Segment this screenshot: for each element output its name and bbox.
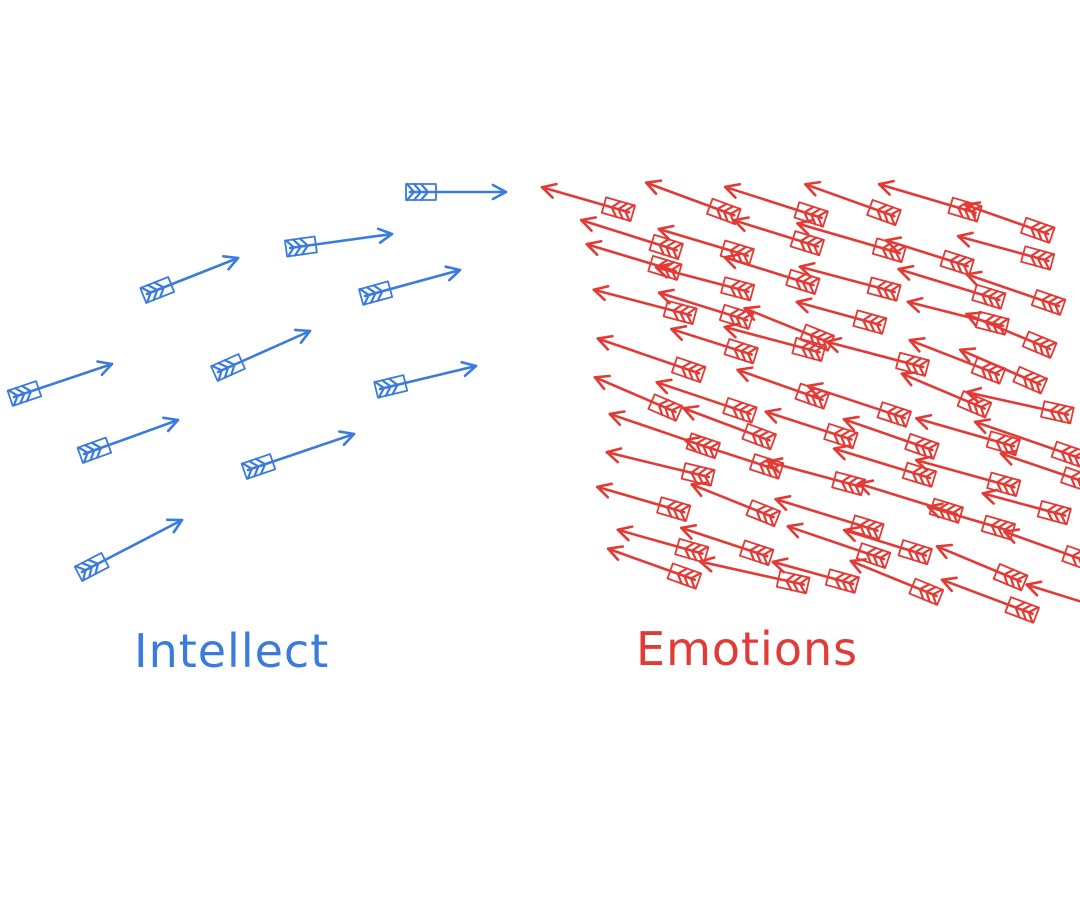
emotion-arrow-pointing-left-icon (657, 288, 755, 330)
emotion-arrow-pointing-left-icon (884, 236, 975, 276)
emotion-arrow-pointing-left-icon (842, 415, 940, 460)
emotion-arrow-pointing-left-icon (956, 231, 1056, 271)
intellect-arrow-pointing-right-icon (139, 254, 240, 304)
emotion-arrow-pointing-left-icon (963, 201, 1056, 244)
emotion-arrow-pointing-left-icon (999, 449, 1080, 490)
intellect-arrow-group (6, 182, 508, 582)
emotions-label: Emotions (636, 622, 859, 676)
emotion-arrow-pointing-left-icon (795, 297, 888, 335)
emotion-arrow-pointing-left-icon (804, 180, 902, 227)
emotion-arrow-pointing-left-icon (616, 525, 710, 564)
emotion-arrow-pointing-left-icon (849, 558, 945, 606)
emotion-arrow-pointing-left-icon (877, 179, 983, 223)
emotion-arrow-pointing-left-icon (743, 305, 835, 352)
emotion-arrow-pointing-left-icon (579, 216, 684, 260)
emotion-arrow-pointing-left-icon (965, 311, 1058, 359)
intellect-arrow-pointing-right-icon (6, 360, 114, 407)
intellect-arrow-pointing-right-icon (284, 227, 394, 258)
emotion-arrow-pointing-left-icon (973, 418, 1080, 468)
emotion-arrow-pointing-left-icon (682, 404, 777, 451)
emotion-arrow-pointing-left-icon (1025, 580, 1080, 603)
emotion-arrow-pointing-left-icon (690, 481, 782, 528)
emotion-arrow-pointing-left-icon (981, 488, 1072, 526)
emotion-arrow-pointing-left-icon (958, 347, 1049, 395)
emotion-arrow-pointing-left-icon (900, 371, 993, 419)
emotion-arrow-pointing-left-icon (935, 543, 1029, 592)
emotion-arrow-pointing-left-icon (723, 253, 821, 295)
emotion-arrow-pointing-left-icon (915, 413, 1021, 456)
emotion-arrow-pointing-left-icon (965, 270, 1067, 316)
intellect-arrow-pointing-right-icon (210, 328, 312, 382)
emotion-arrow-pointing-left-icon (825, 336, 930, 377)
intellect-arrow-pointing-right-icon (358, 265, 462, 306)
emotion-arrow-pointing-left-icon (906, 296, 1010, 336)
emotion-arrow-pointing-left-icon (605, 447, 716, 487)
emotion-arrow-pointing-left-icon (670, 325, 759, 365)
emotion-arrow-pointing-left-icon (857, 479, 964, 524)
emotion-arrow-pointing-left-icon (771, 557, 860, 594)
emotion-arrow-pointing-left-icon (940, 576, 1040, 624)
emotion-arrow-pointing-left-icon (593, 374, 684, 422)
emotion-arrow-pointing-left-icon (764, 407, 859, 450)
emotion-arrow-pointing-left-icon (914, 455, 1022, 497)
emotion-arrow-pointing-left-icon (679, 523, 775, 566)
emotion-arrow-pointing-left-icon (723, 322, 827, 362)
emotion-arrow-pointing-left-icon (842, 526, 933, 566)
emotion-arrow-pointing-left-icon (965, 386, 1075, 425)
emotion-arrow-pointing-left-icon (596, 334, 707, 384)
emotion-arrow-pointing-left-icon (655, 378, 758, 424)
intellect-arrow-pointing-right-icon (405, 182, 508, 202)
emotion-arrow-pointing-left-icon (806, 382, 912, 428)
emotion-arrow-pointing-left-icon (654, 262, 756, 302)
intellect-arrow-pointing-right-icon (73, 518, 184, 582)
emotion-arrow-pointing-left-icon (798, 261, 902, 302)
emotion-arrow-pointing-left-icon (540, 182, 636, 222)
intellect-label: Intellect (134, 624, 330, 678)
emotion-arrow-pointing-left-icon (723, 182, 829, 228)
emotion-arrow-pointing-left-icon (766, 457, 867, 497)
emotion-arrow-pointing-left-icon (698, 556, 811, 595)
emotion-arrow-pointing-left-icon (786, 522, 892, 569)
intellect-arrow-pointing-right-icon (240, 430, 356, 480)
emotion-arrow-pointing-left-icon (608, 410, 721, 460)
emotion-arrow-pointing-left-icon (832, 444, 938, 488)
emotion-arrow-pointing-left-icon (774, 494, 885, 541)
emotion-arrow-pointing-left-icon (683, 436, 785, 480)
emotion-arrow-pointing-left-icon (732, 216, 825, 257)
emotion-arrow-pointing-left-icon (657, 224, 755, 266)
emotion-arrow-group (540, 179, 1080, 624)
emotion-arrow-pointing-left-icon (908, 337, 1007, 385)
emotion-arrow-pointing-left-icon (1003, 528, 1080, 569)
emotion-arrow-pointing-left-icon (606, 545, 703, 590)
emotion-arrow-pointing-left-icon (595, 482, 692, 522)
intellect-arrow-pointing-right-icon (373, 360, 478, 399)
emotion-arrow-pointing-left-icon (897, 264, 1007, 310)
intellect-arrow-pointing-right-icon (76, 416, 180, 464)
emotion-arrow-pointing-left-icon (592, 284, 698, 325)
